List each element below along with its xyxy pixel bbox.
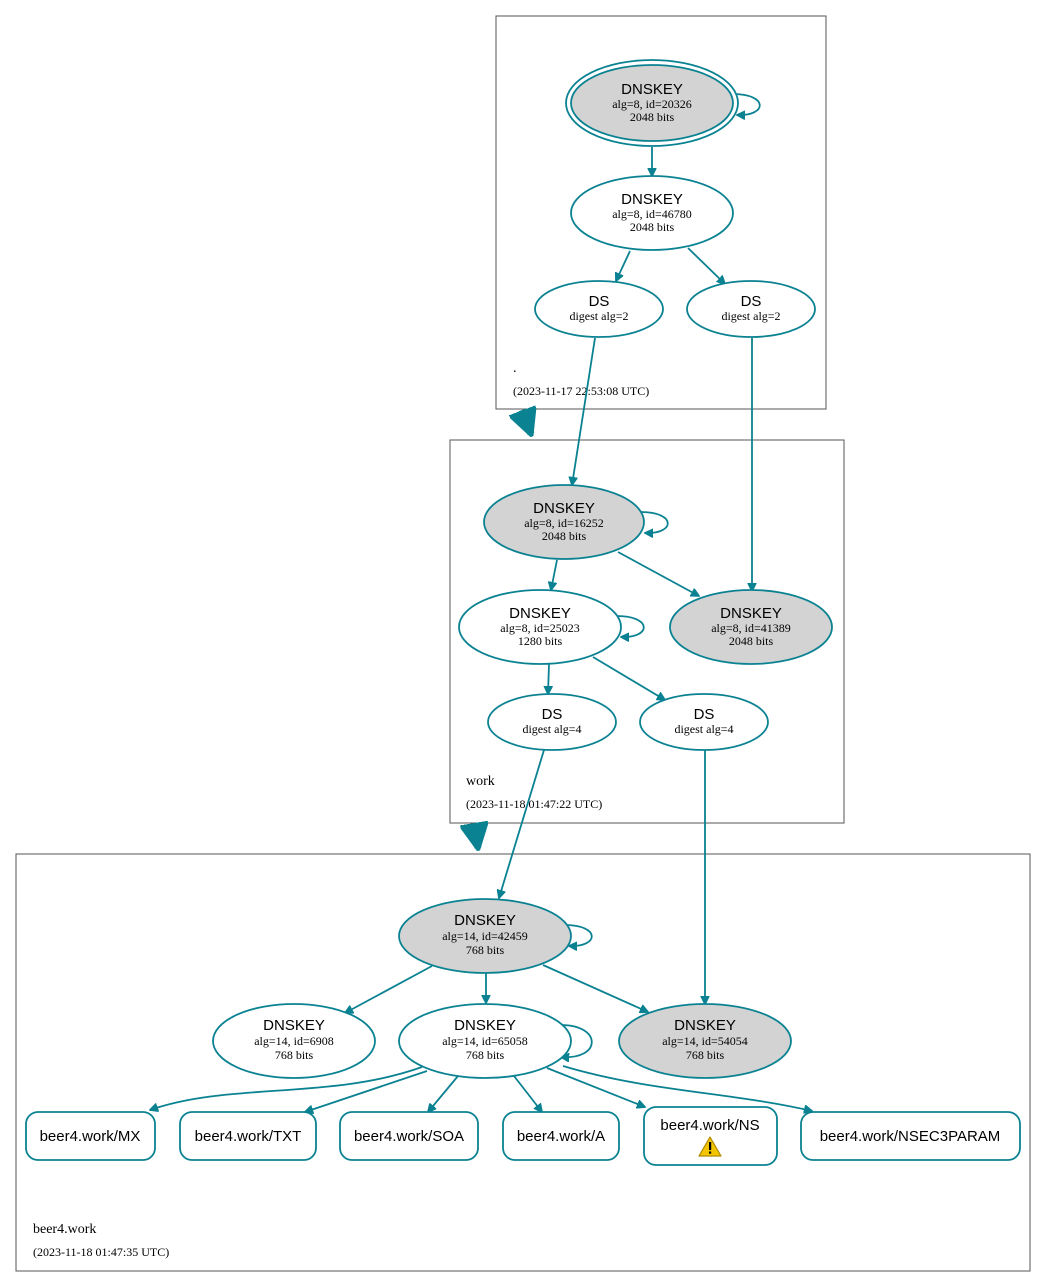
delegation-arrow-root-work	[522, 410, 531, 434]
node-work-ds1[interactable]: DS digest alg=4	[487, 693, 617, 751]
rrset-label: beer4.work/NS	[660, 1117, 759, 1134]
edge-work-ksk-self	[640, 511, 669, 533]
edge-work-zsk-ds2	[592, 656, 665, 700]
node-bits: 1280 bits	[518, 634, 563, 648]
edge-beer-zsk-mx	[150, 1066, 423, 1110]
node-detail: digest alg=2	[569, 309, 628, 323]
edges	[150, 93, 812, 1112]
node-detail: alg=8, id=41389	[711, 621, 791, 635]
rrset-txt[interactable]: beer4.work/TXT	[179, 1111, 317, 1161]
edge-beer-zsk-soa	[428, 1075, 459, 1112]
node-bits: 768 bits	[466, 943, 505, 957]
node-detail: alg=8, id=20326	[612, 97, 692, 111]
zone-name-root: .	[513, 361, 517, 376]
edge-root-ksk-self	[732, 93, 761, 115]
edge-beer-zsk-ns	[546, 1067, 645, 1107]
rrset-a[interactable]: beer4.work/A	[502, 1111, 620, 1161]
rrset-mx[interactable]: beer4.work/MX	[25, 1111, 156, 1161]
node-bits: 768 bits	[466, 1048, 505, 1062]
edge-beer-zsk-nsec3param	[562, 1065, 812, 1111]
edge-root-zsk-ds2	[687, 247, 725, 284]
edge-root-ds1-work-ksk	[572, 337, 596, 485]
edge-beer-zsk-txt	[305, 1070, 428, 1112]
node-type: DNSKEY	[621, 191, 683, 208]
node-type: DNSKEY	[533, 500, 595, 517]
rrset-label: beer4.work/A	[517, 1128, 605, 1145]
node-type: DNSKEY	[509, 605, 571, 622]
rrset-nsec3param[interactable]: beer4.work/NSEC3PARAM	[800, 1111, 1021, 1161]
zone-date-beer4: (2023-11-18 01:47:35 UTC)	[33, 1245, 169, 1259]
node-work-ds2[interactable]: DS digest alg=4	[639, 693, 769, 751]
node-root-ds2[interactable]: DS digest alg=2	[686, 280, 816, 338]
node-bits: 2048 bits	[729, 634, 774, 648]
rrset-label: beer4.work/SOA	[354, 1128, 464, 1145]
node-beer-ksk[interactable]: DNSKEY alg=14, id=42459 768 bits	[398, 898, 572, 974]
edge-work-ksk-zsk	[551, 559, 558, 590]
edge-work-ds1-beer-ksk	[499, 749, 545, 898]
node-beer-k54054[interactable]: DNSKEY alg=14, id=54054 768 bits	[618, 1003, 792, 1079]
edge-beer-ksk-self	[564, 924, 593, 946]
node-bits: 2048 bits	[630, 220, 675, 234]
node-work-zsk[interactable]: DNSKEY alg=8, id=25023 1280 bits	[458, 589, 622, 665]
zone-name-work: work	[466, 774, 495, 789]
node-detail: alg=14, id=6908	[254, 1034, 334, 1048]
node-detail: digest alg=4	[522, 722, 581, 736]
node-root-zsk[interactable]: DNSKEY alg=8, id=46780 2048 bits	[570, 175, 734, 251]
node-type: DNSKEY	[454, 1017, 516, 1034]
rrset-label: beer4.work/NSEC3PARAM	[820, 1128, 1001, 1145]
node-type: DS	[542, 706, 563, 723]
node-detail: alg=8, id=16252	[524, 516, 604, 530]
node-type: DNSKEY	[454, 912, 516, 929]
node-detail: alg=14, id=65058	[442, 1034, 528, 1048]
edge-work-zsk-ds1	[548, 663, 549, 694]
edge-beer-ksk-k54054	[542, 964, 648, 1012]
node-detail: alg=14, id=54054	[662, 1034, 748, 1048]
warning-icon	[698, 1136, 722, 1157]
rrset-soa[interactable]: beer4.work/SOA	[339, 1111, 479, 1161]
rrset-label: beer4.work/MX	[40, 1128, 141, 1145]
edge-beer-ksk-k6908	[345, 965, 433, 1013]
edge-work-zsk-self	[616, 615, 645, 637]
node-bits: 2048 bits	[630, 110, 675, 124]
node-detail: alg=8, id=25023	[500, 621, 580, 635]
node-type: DS	[741, 293, 762, 310]
node-root-ksk[interactable]: DNSKEY alg=8, id=20326 2048 bits	[565, 59, 739, 147]
node-beer-zsk[interactable]: DNSKEY alg=14, id=65058 768 bits	[398, 1003, 572, 1079]
node-detail: alg=8, id=46780	[612, 207, 692, 221]
node-type: DS	[589, 293, 610, 310]
node-detail: alg=14, id=42459	[442, 929, 528, 943]
node-type: DNSKEY	[720, 605, 782, 622]
edge-beer-zsk-a	[513, 1075, 542, 1112]
node-bits: 768 bits	[686, 1048, 725, 1062]
zone-date-work: (2023-11-18 01:47:22 UTC)	[466, 797, 602, 811]
node-work-ksk[interactable]: DNSKEY alg=8, id=16252 2048 bits	[483, 484, 645, 560]
rrset-ns[interactable]: beer4.work/NS	[643, 1106, 778, 1166]
node-work-k41389[interactable]: DNSKEY alg=8, id=41389 2048 bits	[669, 589, 833, 665]
zone-date-root: (2023-11-17 22:53:08 UTC)	[513, 384, 649, 398]
node-bits: 768 bits	[275, 1048, 314, 1062]
node-type: DS	[694, 706, 715, 723]
delegation-arrow-work-beer4	[474, 824, 478, 848]
node-root-ds1[interactable]: DS digest alg=2	[534, 280, 664, 338]
node-type: DNSKEY	[621, 81, 683, 98]
node-detail: digest alg=2	[721, 309, 780, 323]
node-bits: 2048 bits	[542, 529, 587, 543]
node-type: DNSKEY	[674, 1017, 736, 1034]
rrset-label: beer4.work/TXT	[195, 1128, 302, 1145]
node-type: DNSKEY	[263, 1017, 325, 1034]
edge-beer-zsk-self	[561, 1024, 593, 1057]
node-detail: digest alg=4	[674, 722, 733, 736]
edge-work-ksk-k2	[617, 551, 699, 596]
zone-name-beer4: beer4.work	[33, 1222, 96, 1237]
node-beer-k6908[interactable]: DNSKEY alg=14, id=6908 768 bits	[212, 1003, 376, 1079]
edge-root-zsk-ds1	[616, 250, 631, 281]
